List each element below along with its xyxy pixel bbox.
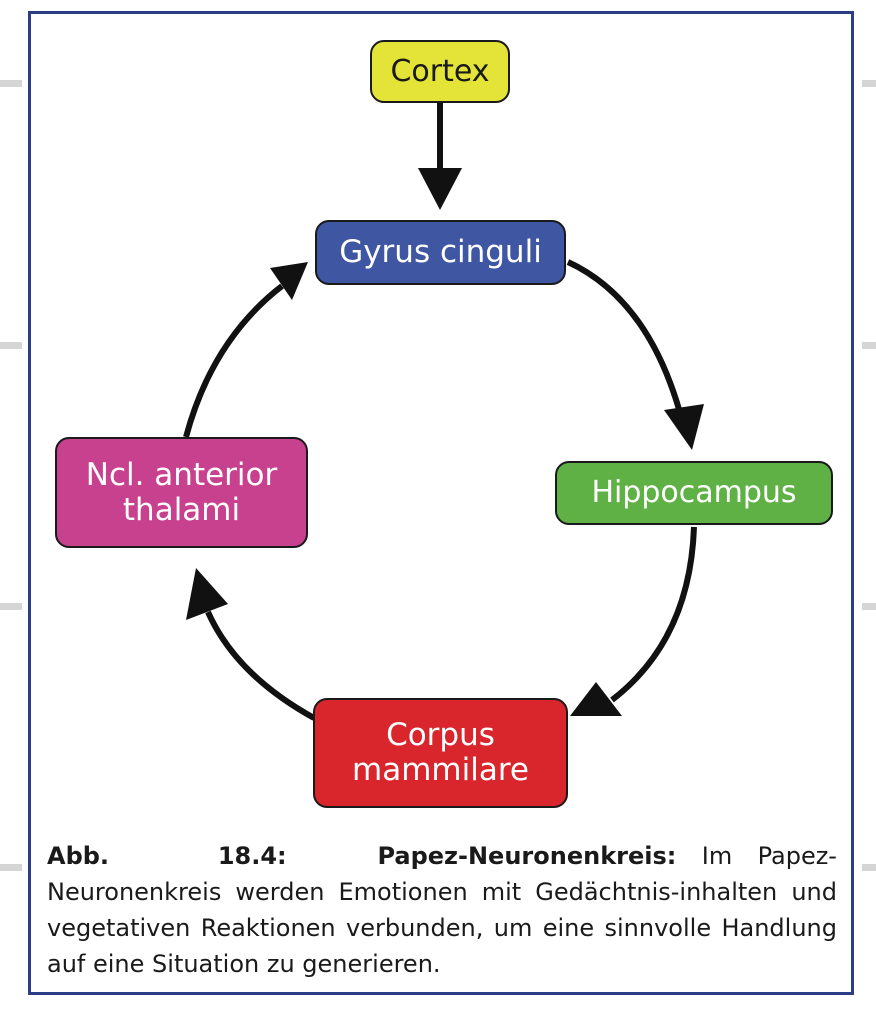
node-gyrus-cinguli: Gyrus cinguli — [315, 220, 566, 285]
edge-corpus-to-thalami — [186, 568, 316, 721]
page-edge-mark — [0, 342, 22, 349]
page-edge-mark — [862, 603, 876, 610]
edge-hippocampus-to-corpus — [570, 526, 697, 716]
page-edge-mark — [862, 80, 876, 87]
page-edge-mark — [0, 864, 22, 871]
page-edge-mark — [862, 342, 876, 349]
caption-title: Papez-Neuronenkreis: — [377, 842, 677, 870]
node-ncl-anterior-thalami: Ncl. anterior thalami — [55, 437, 308, 548]
page-edge-mark — [0, 603, 22, 610]
figure-caption: Abb. 18.4: Papez-Neuronenkreis: Im Papez… — [47, 838, 837, 982]
node-corpus-mammilare: Corpus mammilare — [313, 698, 568, 808]
node-hippocampus: Hippocampus — [555, 461, 833, 525]
page-edge-mark — [0, 80, 22, 87]
page-edge-mark — [862, 864, 876, 871]
caption-figure-label: Abb. — [47, 842, 110, 870]
edge-cortex-to-gyrus — [418, 103, 462, 210]
edge-gyrus-to-hippocampus — [566, 259, 704, 450]
caption-text: Im Papez-Neuronenkreis werden Emotionen … — [47, 842, 837, 978]
node-cortex: Cortex — [370, 40, 510, 103]
caption-figure-number: 18.4: — [217, 842, 287, 870]
edge-thalami-to-gyrus — [183, 262, 308, 438]
